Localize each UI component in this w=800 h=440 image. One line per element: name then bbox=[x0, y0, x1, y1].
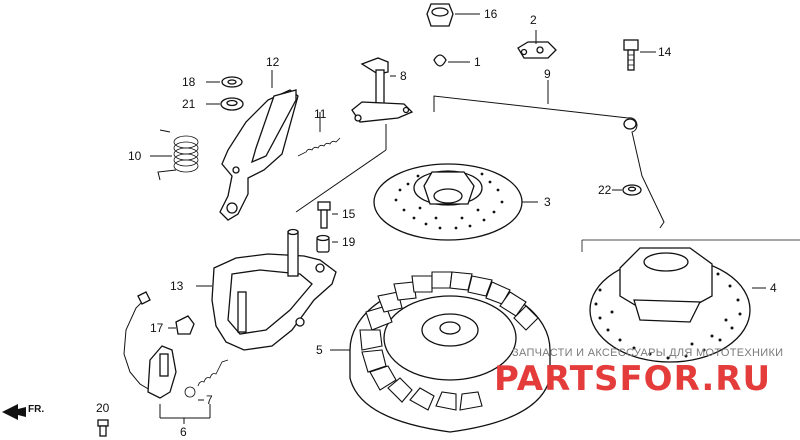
callout-7: 7 bbox=[206, 393, 213, 407]
callout-16: 16 bbox=[484, 7, 498, 21]
callout-11: 11 bbox=[314, 107, 327, 121]
part-7-spring bbox=[184, 359, 229, 401]
part-12-brake-arm bbox=[219, 70, 299, 221]
callout-18: 18 bbox=[182, 75, 196, 89]
callout-19: 19 bbox=[342, 235, 356, 249]
callout-22: 22 bbox=[598, 183, 612, 197]
callout-21: 21 bbox=[182, 97, 196, 111]
part-18-clip bbox=[206, 76, 243, 88]
part-8-lever bbox=[295, 57, 414, 213]
watermark-tagline: ЗАПЧАСТИ И АКСЕССУАРЫ ДЛЯ МОТОТЕХНИКИ bbox=[512, 347, 783, 359]
part-4-rotor bbox=[581, 239, 800, 363]
fr-direction-marker: FR. bbox=[2, 404, 44, 420]
part-10-spring bbox=[150, 129, 199, 181]
part-21-washer bbox=[206, 97, 244, 111]
part-19-collar bbox=[316, 234, 338, 253]
part-13-base-plate bbox=[196, 228, 337, 351]
part-14-bolt bbox=[623, 39, 656, 71]
part-3-brake-plate bbox=[373, 163, 538, 241]
part-2-bracket bbox=[517, 30, 557, 59]
callout-17: 17 bbox=[150, 321, 164, 335]
callouts: 16 1 2 14 9 8 12 18 21 11 10 3 22 15 19 … bbox=[96, 7, 777, 439]
watermark-brand: PARTSFOR.RU bbox=[494, 359, 771, 399]
callout-6: 6 bbox=[180, 425, 187, 439]
callout-8: 8 bbox=[400, 69, 407, 83]
part-1-key bbox=[433, 54, 470, 67]
callout-2: 2 bbox=[530, 13, 537, 27]
fr-label: FR. bbox=[28, 404, 44, 415]
part-11-spring bbox=[297, 112, 341, 157]
part-20-screw bbox=[97, 419, 109, 437]
callout-3: 3 bbox=[544, 195, 551, 209]
part-15-bolt bbox=[317, 201, 338, 229]
callout-1: 1 bbox=[474, 55, 481, 69]
callout-20: 20 bbox=[96, 401, 110, 415]
callout-9: 9 bbox=[544, 67, 551, 81]
callout-4: 4 bbox=[770, 281, 777, 295]
callout-15: 15 bbox=[342, 207, 356, 221]
part-6-switch-wire bbox=[123, 291, 211, 424]
part-9-rod bbox=[433, 80, 665, 229]
callout-10: 10 bbox=[128, 149, 142, 163]
part-17-clip bbox=[168, 315, 195, 335]
callout-5: 5 bbox=[316, 343, 323, 357]
watermark: ЗАПЧАСТИ И АКСЕССУАРЫ ДЛЯ МОТОТЕХНИКИ PA… bbox=[494, 347, 783, 399]
part-22-washer bbox=[612, 184, 642, 196]
part-16-nut bbox=[426, 3, 480, 27]
callout-13: 13 bbox=[170, 279, 184, 293]
callout-14: 14 bbox=[658, 45, 672, 59]
callout-12: 12 bbox=[266, 55, 280, 69]
part-5-flywheel bbox=[330, 271, 551, 433]
